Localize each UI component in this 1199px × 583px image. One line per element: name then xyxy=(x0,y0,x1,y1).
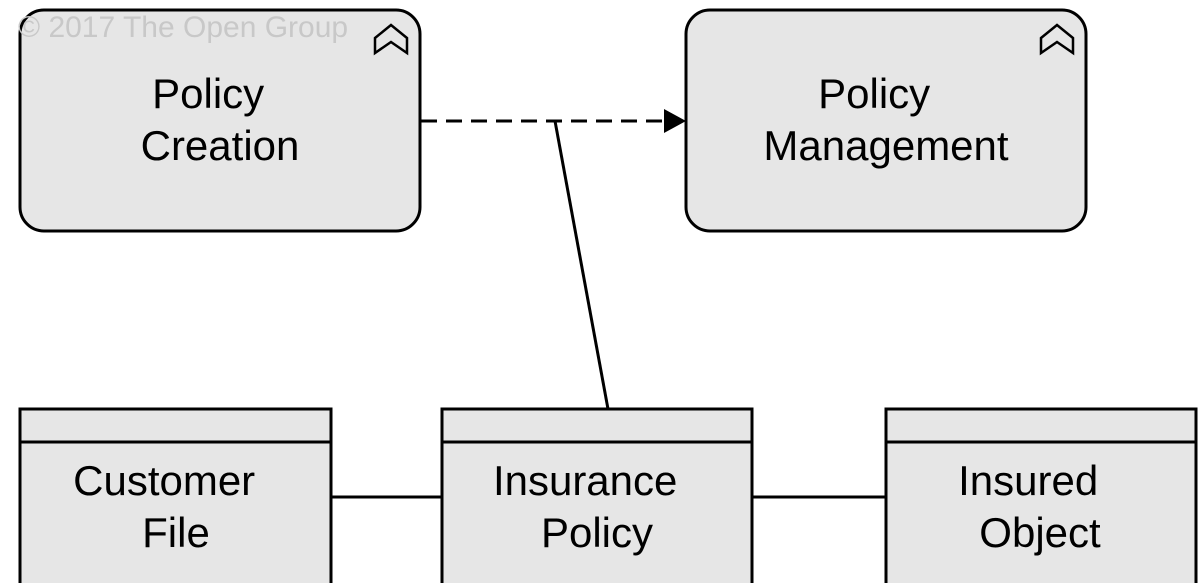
node-policy-management-line1: Policy xyxy=(818,70,930,117)
node-policy-creation-line2: Creation xyxy=(141,122,300,169)
node-insurance-policy-line1: Insurance xyxy=(493,457,677,504)
node-policy-management-box xyxy=(684,8,1088,233)
node-policy-management-label: Policy Management xyxy=(763,70,1008,169)
node-policy-creation-line1: Policy xyxy=(152,70,264,117)
node-policy-management-line2: Management xyxy=(763,122,1008,169)
node-insured-object-box xyxy=(884,407,1198,583)
node-policy-creation-label: Policy Creation xyxy=(141,70,300,169)
node-customer-file-label: Customer File xyxy=(73,457,267,556)
node-customer-file-box xyxy=(18,407,333,583)
association-to-flow-line[interactable] xyxy=(553,120,610,410)
node-insured-object-label: Insured Object xyxy=(958,457,1110,556)
business-process-chevron-icon xyxy=(373,23,409,56)
node-policy-creation[interactable]: Policy Creation xyxy=(18,8,422,233)
node-insurance-policy-box xyxy=(440,407,754,583)
node-customer-file-line1: Customer xyxy=(73,457,255,504)
node-policy-creation-box xyxy=(18,8,422,233)
node-customer-file[interactable]: Customer File xyxy=(18,407,333,583)
node-policy-management[interactable]: Policy Management xyxy=(684,8,1088,233)
node-insurance-policy-line2: Policy xyxy=(541,509,653,556)
node-customer-file-line2: File xyxy=(142,509,210,556)
node-insurance-policy[interactable]: Insurance Policy xyxy=(440,407,754,583)
flow-arrowhead-icon xyxy=(664,109,686,133)
copyright-text: © 2017 The Open Group xyxy=(18,11,348,44)
node-insured-object-line1: Insured xyxy=(958,457,1098,504)
node-insured-object-line2: Object xyxy=(979,509,1101,556)
node-insured-object[interactable]: Insured Object xyxy=(884,407,1198,583)
node-insurance-policy-label: Insurance Policy xyxy=(493,457,689,556)
relationships xyxy=(331,119,886,499)
business-process-chevron-icon xyxy=(1039,23,1075,56)
